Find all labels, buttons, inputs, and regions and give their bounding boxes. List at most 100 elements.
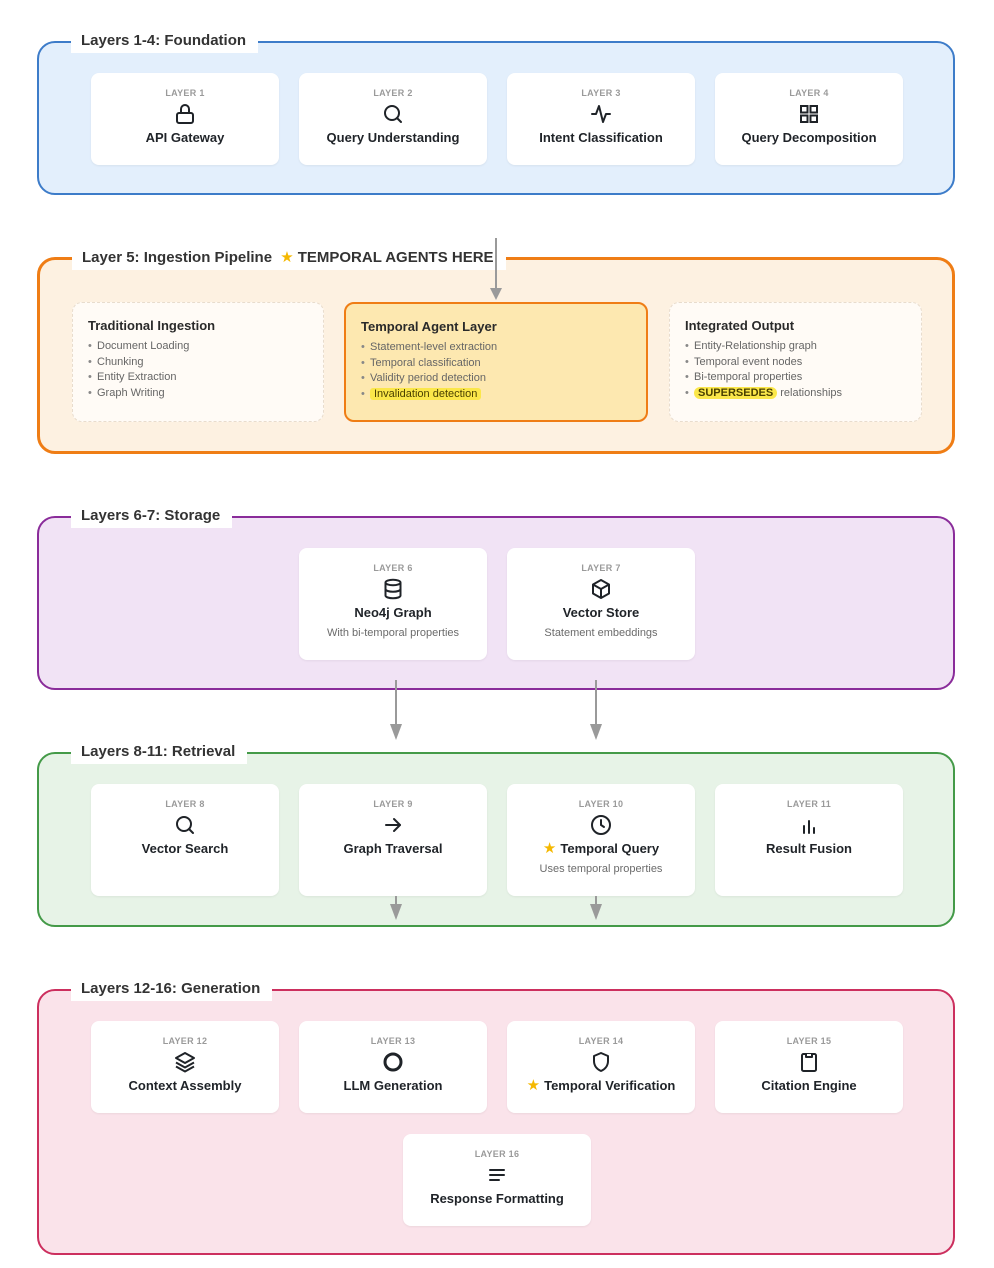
box-title: Temporal Agent Layer — [361, 319, 497, 334]
layer-9-card[interactable]: LAYER 9 Graph Traversal — [299, 784, 487, 896]
card-name: Response Formatting — [430, 1191, 564, 1206]
card-name: Citation Engine — [761, 1078, 857, 1093]
card-subtitle: Statement embeddings — [544, 627, 658, 639]
search-icon — [381, 102, 405, 126]
database-icon — [381, 577, 405, 601]
card-subtitle: Uses temporal properties — [539, 863, 663, 875]
card-name: Neo4j Graph — [354, 605, 432, 620]
card-name: Intent Classification — [539, 130, 663, 145]
layer-13-card[interactable]: LAYER 13 LLM Generation — [299, 1021, 487, 1113]
output-list: Entity-Relationship graph Temporal event… — [685, 339, 906, 401]
layer-11-card[interactable]: LAYER 11 Result Fusion — [715, 784, 903, 896]
flow-arrow-graph-to-retrieval — [388, 680, 404, 742]
card-name: API Gateway — [145, 130, 225, 145]
layer-label: LAYER 14 — [578, 1036, 624, 1046]
card-name: Query Decomposition — [741, 130, 877, 145]
list-item: Temporal classification — [361, 356, 631, 372]
card-name: Vector Search — [141, 841, 229, 856]
layer-16-card[interactable]: LAYER 16 Response Formatting — [403, 1134, 591, 1226]
list-item: Temporal event nodes — [685, 355, 906, 371]
card-name-text: Temporal Verification — [544, 1078, 676, 1093]
circle-icon — [381, 1050, 405, 1074]
card-subtitle: With bi-temporal properties — [326, 627, 460, 639]
layer-label: LAYER 4 — [789, 88, 829, 98]
star-icon: ★ — [542, 840, 557, 857]
retrieval-section: Layers 8-11: Retrieval LAYER 8 Vector Se… — [37, 740, 955, 927]
layer-label: LAYER 9 — [373, 799, 413, 809]
list-item: Entity-Relationship graph — [685, 339, 906, 355]
grid-icon — [797, 102, 821, 126]
layer-14-card[interactable]: LAYER 14 ★Temporal Verification — [507, 1021, 695, 1113]
list-item: Graph Writing — [88, 386, 308, 402]
layers-icon — [173, 1050, 197, 1074]
activity-icon — [589, 102, 613, 126]
foundation-title: Layers 1-4: Foundation — [71, 29, 259, 53]
layer-label: LAYER 7 — [581, 563, 621, 573]
storage-title: Layers 6-7: Storage — [71, 504, 233, 528]
lock-icon — [173, 102, 197, 126]
layer-10-card[interactable]: LAYER 10 ★Temporal Query Uses temporal p… — [507, 784, 695, 896]
layer-label: LAYER 16 — [474, 1149, 520, 1159]
ingestion-section: Layer 5: Ingestion Pipeline ★TEMPORAL AG… — [37, 246, 955, 454]
box-title: Traditional Ingestion — [88, 318, 216, 333]
layer-label: LAYER 2 — [373, 88, 413, 98]
list-item: Bi-temporal properties — [685, 370, 906, 386]
traditional-ingestion-box: Traditional Ingestion Document Loading C… — [72, 302, 324, 422]
layer-2-card[interactable]: LAYER 2 Query Understanding — [299, 73, 487, 165]
integrated-output-box: Integrated Output Entity-Relationship gr… — [669, 302, 922, 422]
layer-8-card[interactable]: LAYER 8 Vector Search — [91, 784, 279, 896]
arrow-right-icon — [381, 813, 405, 837]
align-left-icon — [485, 1163, 509, 1187]
layer-label: LAYER 6 — [373, 563, 413, 573]
bar-chart-icon — [797, 813, 821, 837]
card-name: LLM Generation — [343, 1078, 443, 1093]
list-item: Validity period detection — [361, 371, 631, 387]
clock-icon — [589, 813, 613, 837]
shield-icon — [589, 1050, 613, 1074]
list-item: SUPERSEDES relationships — [685, 386, 906, 402]
layer-4-card[interactable]: LAYER 4 Query Decomposition — [715, 73, 903, 165]
flow-arrow-vector-to-retrieval — [588, 680, 604, 742]
layer-label: LAYER 13 — [370, 1036, 416, 1046]
generation-section: Layers 12-16: Generation LAYER 12 Contex… — [37, 977, 955, 1255]
layer-3-card[interactable]: LAYER 3 Intent Classification — [507, 73, 695, 165]
layer-7-card[interactable]: LAYER 7 Vector Store Statement embedding… — [507, 548, 695, 660]
layer-label: LAYER 15 — [786, 1036, 832, 1046]
box-title: Integrated Output — [685, 318, 795, 333]
storage-section: Layers 6-7: Storage LAYER 6 Neo4j Graph … — [37, 504, 955, 690]
card-name: Graph Traversal — [343, 841, 443, 856]
traditional-list: Document Loading Chunking Entity Extract… — [88, 339, 308, 401]
layer-15-card[interactable]: LAYER 15 Citation Engine — [715, 1021, 903, 1113]
clipboard-icon — [797, 1050, 821, 1074]
ingestion-title-badge: TEMPORAL AGENTS HERE — [297, 249, 494, 266]
layer-label: LAYER 1 — [165, 88, 205, 98]
flow-arrow-traversal-down — [388, 896, 404, 922]
layer-label: LAYER 3 — [581, 88, 621, 98]
star-icon: ★ — [526, 1077, 541, 1094]
layer-label: LAYER 8 — [165, 799, 205, 809]
cube-icon — [589, 577, 613, 601]
layer-1-card[interactable]: LAYER 1 API Gateway — [91, 73, 279, 165]
list-item: Chunking — [88, 355, 308, 371]
card-name: Query Understanding — [326, 130, 460, 145]
layer-12-card[interactable]: LAYER 12 Context Assembly — [91, 1021, 279, 1113]
list-item-text: relationships — [780, 386, 843, 399]
ingestion-title-text: Layer 5: Ingestion Pipeline — [82, 249, 273, 266]
layer-6-card[interactable]: LAYER 6 Neo4j Graph With bi-temporal pro… — [299, 548, 487, 660]
temporal-list: Statement-level extraction Temporal clas… — [361, 340, 631, 402]
search-icon — [173, 813, 197, 837]
ingestion-title: Layer 5: Ingestion Pipeline ★TEMPORAL AG… — [72, 246, 506, 270]
temporal-agent-layer-box: Temporal Agent Layer Statement-level ext… — [344, 302, 648, 422]
card-name: Context Assembly — [128, 1078, 242, 1093]
list-item: Entity Extraction — [88, 370, 308, 386]
card-name: ★Temporal Verification — [507, 1077, 695, 1095]
foundation-section: Layers 1-4: Foundation LAYER 1 API Gatew… — [37, 29, 955, 195]
highlighted-item: Invalidation detection — [370, 387, 482, 400]
card-name: ★Temporal Query — [507, 840, 695, 858]
star-icon: ★ — [280, 249, 294, 266]
flow-arrow-into-temporal — [488, 238, 504, 302]
list-item: Document Loading — [88, 339, 308, 355]
card-name: Result Fusion — [766, 841, 852, 856]
retrieval-title: Layers 8-11: Retrieval — [71, 740, 248, 764]
supersedes-badge: SUPERSEDES — [694, 386, 778, 399]
